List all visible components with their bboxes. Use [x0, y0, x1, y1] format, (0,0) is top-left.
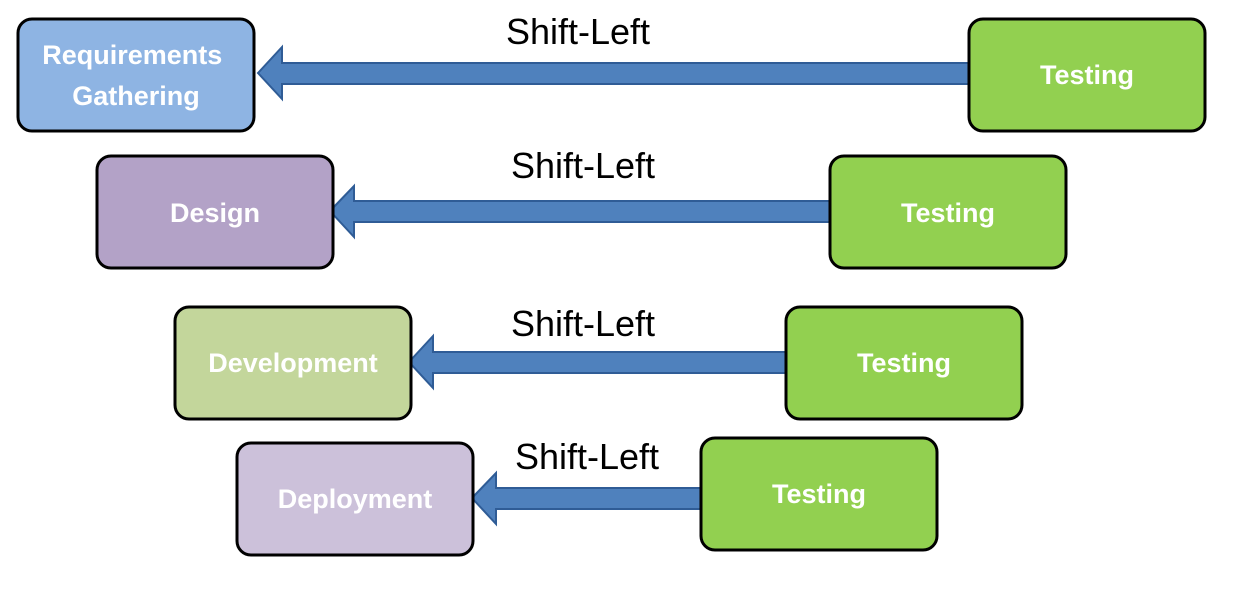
- phase-box-design: [95, 154, 335, 270]
- row-4: Shift-Left Deployment Testing: [235, 436, 939, 557]
- testing-label-3: Testing: [857, 348, 951, 378]
- testing-box-2: [828, 154, 1068, 270]
- testing-label-4: Testing: [772, 479, 866, 509]
- phase-label-line-1: Requirements: [42, 40, 222, 70]
- shift-left-arrow-1: [256, 44, 974, 102]
- phase-label-line-2: Gathering: [72, 81, 200, 111]
- testing-box-4: [699, 436, 939, 552]
- phase-box-requirements-gathering: [16, 17, 256, 133]
- row-1: Shift-Left Requirements Gathering Testin…: [16, 11, 1207, 133]
- testing-box-1: [967, 17, 1207, 133]
- shift-left-arrow-4: [470, 470, 706, 527]
- arrow-label-4: Shift-Left: [515, 436, 659, 477]
- phase-box-deployment: [235, 441, 475, 557]
- arrow-label-3: Shift-Left: [511, 303, 655, 344]
- phase-label-deployment: Deployment: [278, 484, 433, 514]
- testing-label-2: Testing: [901, 198, 995, 228]
- row-3: Shift-Left Development Testing: [173, 303, 1024, 421]
- phase-label-development: Development: [208, 348, 378, 378]
- phase-box-development: [173, 305, 413, 421]
- row-2: Shift-Left Design Testing: [95, 145, 1068, 270]
- testing-box-3: [784, 305, 1024, 421]
- phase-label-requirements-gathering: Requirements Gathering: [42, 40, 230, 111]
- shift-left-arrow-2: [328, 183, 835, 240]
- arrow-label-1: Shift-Left: [506, 11, 650, 52]
- arrow-label-2: Shift-Left: [511, 145, 655, 186]
- testing-label-1: Testing: [1040, 60, 1134, 90]
- phase-label-design: Design: [170, 198, 260, 228]
